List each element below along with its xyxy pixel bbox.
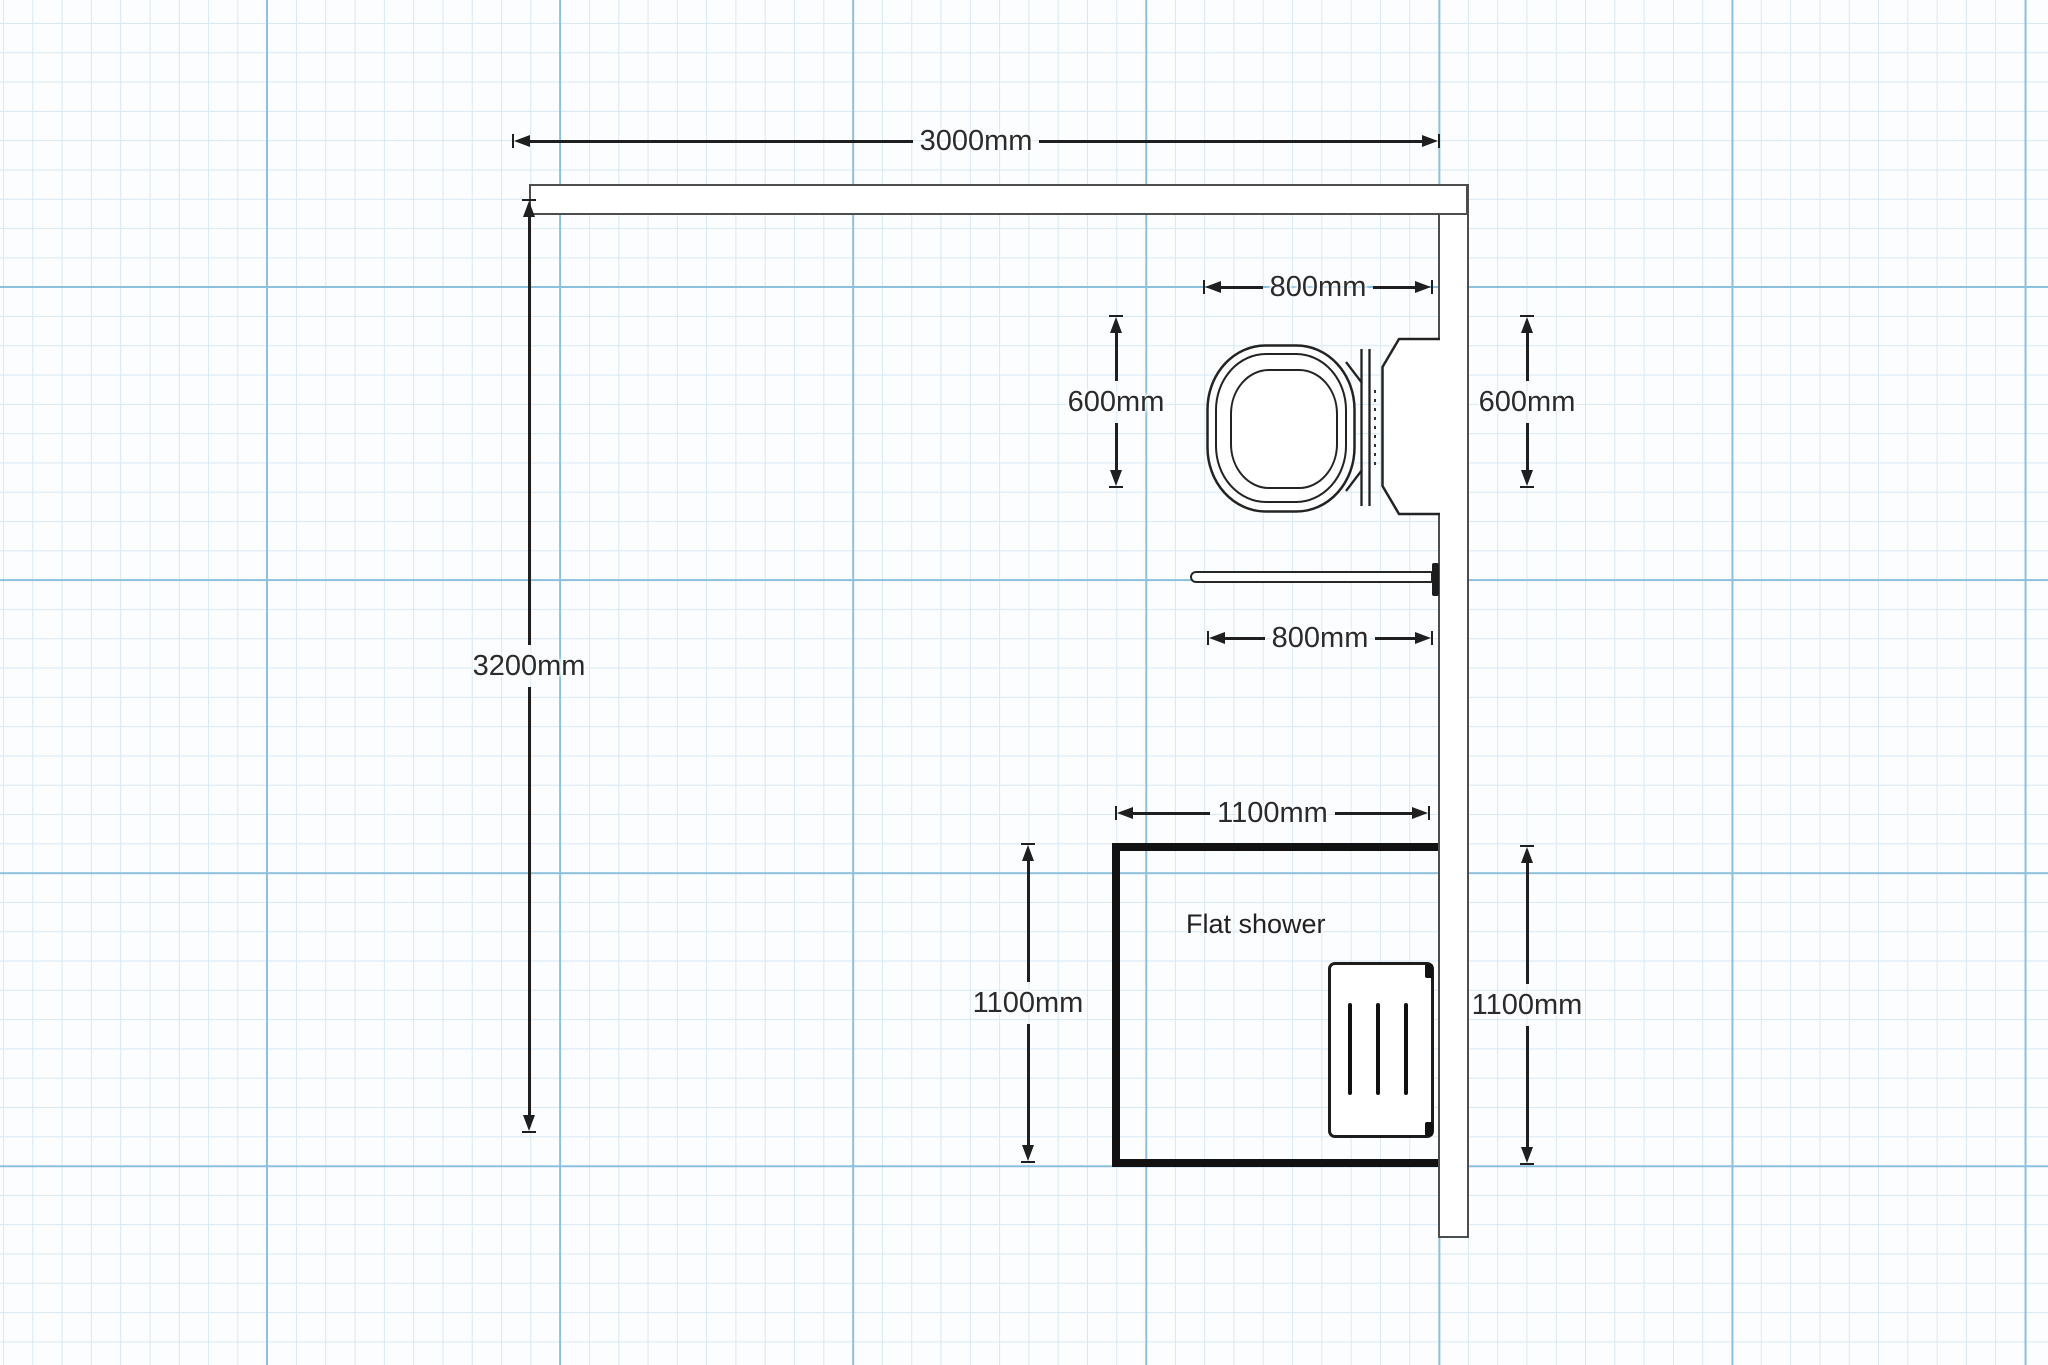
dim-arrow-right-icon (1412, 807, 1428, 819)
dim-label: 3000mm (919, 125, 1033, 157)
dim-tick (1520, 486, 1534, 488)
dim-arrow-down-icon (1521, 470, 1533, 486)
dim-line (1525, 333, 1529, 381)
dim-tick (1021, 1161, 1035, 1163)
dim-tick (1109, 486, 1123, 488)
shower-panel-slat-icon (1348, 1003, 1352, 1095)
grab-bar-fixture[interactable] (1190, 563, 1440, 596)
dim-arrow-right-icon (1422, 135, 1439, 147)
dimension-shower-width: 1100mm (1115, 797, 1430, 829)
dimension-grab-bar-width: 800mm (1207, 622, 1434, 654)
dim-label: 800mm (1269, 271, 1367, 303)
dim-arrow-down-icon (523, 1115, 535, 1131)
dim-arrow-down-icon (1022, 1145, 1034, 1161)
dim-tick (1520, 315, 1534, 317)
dim-tick (1431, 631, 1434, 645)
dim-line (1133, 811, 1211, 815)
dim-tick (1520, 1163, 1534, 1165)
dim-tick (1207, 631, 1209, 645)
dim-tick (1109, 315, 1123, 317)
dim-label: 3200mm (472, 650, 586, 682)
wall-top[interactable] (529, 184, 1468, 215)
dim-line (1373, 285, 1416, 289)
dim-arrow-right-icon (1415, 632, 1432, 644)
shower-area[interactable]: Flat shower (1112, 843, 1438, 1167)
dim-line (1114, 422, 1118, 470)
dim-arrow-up-icon (523, 201, 535, 217)
dim-line (527, 217, 531, 645)
dim-label: 600mm (1067, 385, 1165, 418)
dim-arrow-right-icon (1415, 281, 1432, 293)
dim-arrow-left-icon (1209, 632, 1225, 644)
toilet-plan-icon (1206, 337, 1440, 516)
dim-line (1525, 1026, 1529, 1147)
grab-bar-wall-plate-icon (1432, 563, 1439, 596)
dim-line (1334, 811, 1412, 815)
shower-panel-fixture[interactable] (1328, 962, 1434, 1138)
dim-line (1525, 863, 1529, 984)
grab-bar-rail-icon (1190, 571, 1433, 583)
shower-panel-slat-icon (1376, 1003, 1380, 1095)
dim-line (1114, 333, 1118, 381)
dim-label: 1100mm (972, 987, 1084, 1019)
dim-line (1375, 636, 1416, 640)
dim-label: 1100mm (1217, 797, 1328, 829)
dim-label: 800mm (1271, 622, 1369, 654)
dim-tick (1428, 806, 1430, 820)
dim-line (527, 687, 531, 1115)
dim-line (1039, 139, 1423, 143)
shower-panel-hinge-icon (1425, 1122, 1433, 1136)
dim-tick (1203, 280, 1205, 294)
dim-tick (522, 1131, 536, 1133)
dim-tick (512, 134, 514, 148)
shower-panel-hinge-icon (1425, 964, 1433, 978)
dimension-room-width: 3000mm (512, 125, 1441, 157)
dim-arrow-up-icon (1521, 317, 1533, 333)
dim-arrow-up-icon (1521, 847, 1533, 863)
dim-arrow-up-icon (1022, 845, 1034, 861)
shower-label: Flat shower (1186, 909, 1326, 939)
dim-tick (522, 199, 536, 201)
dim-line (1026, 861, 1030, 982)
shower-panel-slat-icon (1404, 1003, 1408, 1095)
dim-arrow-left-icon (1117, 807, 1133, 819)
dim-tick (1438, 134, 1441, 148)
wall-right[interactable] (1438, 184, 1469, 1238)
dimension-toilet-width: 800mm (1203, 271, 1434, 303)
dim-arrow-down-icon (1521, 1147, 1533, 1163)
dim-tick (1520, 845, 1534, 847)
dim-line (1525, 422, 1529, 470)
dim-tick (1021, 843, 1035, 845)
dim-label: 600mm (1478, 385, 1576, 418)
dim-line (1026, 1024, 1030, 1145)
dim-label: 1100mm (1471, 989, 1583, 1021)
dim-tick (1115, 806, 1117, 820)
dim-arrow-down-icon (1110, 470, 1122, 486)
dim-arrow-left-icon (514, 135, 530, 147)
dim-arrow-up-icon (1110, 317, 1122, 333)
toilet-fixture[interactable] (1195, 330, 1445, 530)
dim-line (530, 139, 913, 143)
dim-line (1225, 636, 1265, 640)
dim-line (1221, 285, 1263, 289)
dim-arrow-left-icon (1205, 281, 1221, 293)
dim-tick (1431, 280, 1434, 294)
